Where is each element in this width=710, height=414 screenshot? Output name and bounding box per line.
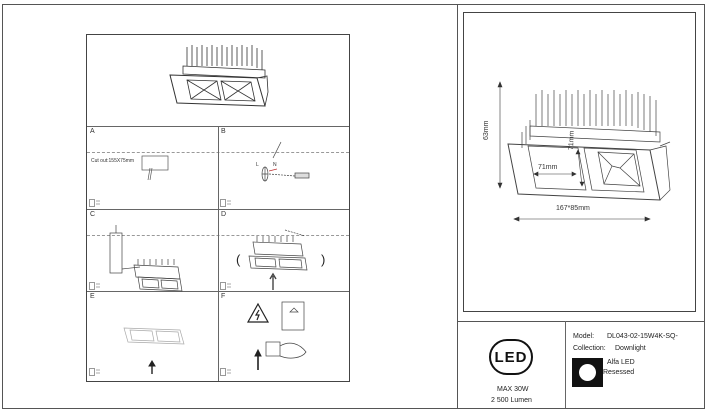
downlight-icon-circle (579, 364, 596, 381)
corner-mark (89, 282, 100, 290)
collection-label: Collection: (573, 345, 606, 352)
collection-value: Downlight (615, 345, 646, 352)
product-drawing (507, 90, 671, 201)
corner-mark (89, 199, 100, 207)
step-label-a: A (90, 128, 95, 135)
wiring-illustration (261, 141, 310, 182)
right-panel (457, 5, 705, 409)
info-divider (565, 321, 566, 408)
step-label-d: D (221, 211, 227, 218)
corner-mark (89, 368, 100, 376)
led-logo: LED (489, 339, 533, 375)
step-label-f: F (221, 293, 226, 300)
height-dimension-line (497, 81, 503, 189)
step-label-c: C (90, 211, 96, 218)
square-height-dim: 71mm (568, 130, 576, 151)
insert-illustration (248, 229, 308, 290)
bracket-right: ) (321, 252, 326, 267)
square-width-dim: 71mm (538, 164, 558, 171)
wire-label-n: N (273, 162, 277, 168)
instruction-sheet (86, 34, 350, 382)
lumen: 2 500 Lumen (491, 397, 532, 404)
led-logo-text: LED (494, 348, 528, 366)
warning-icon (246, 302, 270, 323)
bracket-left: ( (236, 252, 241, 267)
column-separator (218, 126, 219, 381)
cutout-illustration (141, 155, 169, 181)
brand: Alfa LED (607, 359, 635, 366)
switch-illustration (254, 301, 307, 370)
step-label-b: B (221, 128, 226, 135)
width-dimension-line (513, 216, 651, 222)
sheet-border (2, 4, 705, 409)
drawing-frame (463, 12, 696, 312)
model-value: DL043-02-15W4K-SQ- (607, 333, 678, 340)
corner-mark (220, 368, 231, 376)
info-block (458, 321, 704, 408)
height-dim: 63mm (483, 120, 490, 140)
type: Resessed (603, 369, 635, 376)
downlight-icon (572, 358, 603, 387)
mounted-illustration (123, 327, 185, 374)
product-image-top (169, 45, 269, 107)
corner-mark (220, 282, 231, 290)
corner-mark (220, 199, 231, 207)
max-power: MAX 30W (497, 386, 529, 393)
model-label: Model: (573, 333, 595, 340)
step-label-e: E (90, 293, 95, 300)
wire-label-l: L (256, 162, 259, 168)
cutout-text: Cut out:155X75mm (91, 158, 135, 164)
driver-illustration (109, 225, 183, 292)
width-dim: 167*85mm (556, 205, 590, 212)
